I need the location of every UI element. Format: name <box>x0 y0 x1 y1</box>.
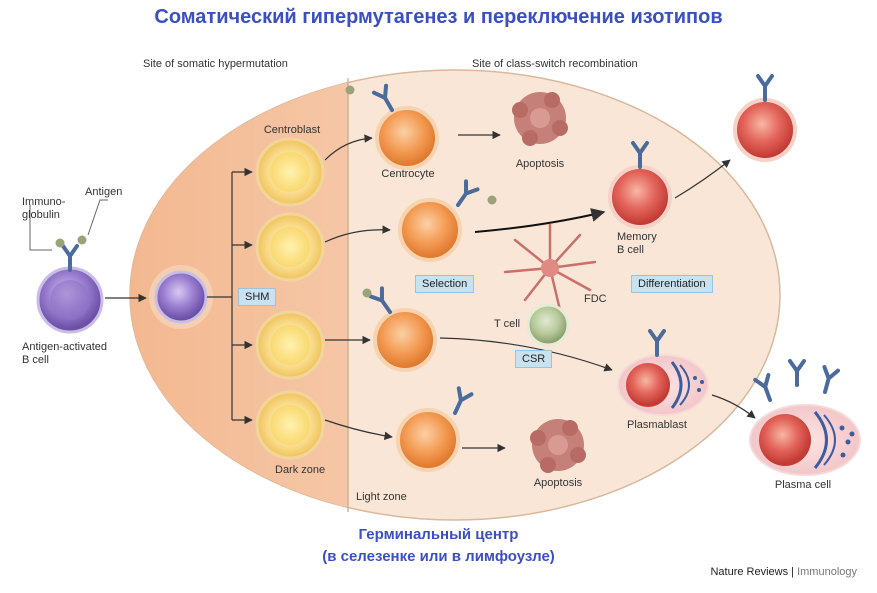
centroblast-label: Centroblast <box>263 124 321 136</box>
shm-box: SHM <box>238 288 277 306</box>
apoptosis-bottom-label: Apoptosis <box>533 477 583 489</box>
credit-separator: | <box>791 566 795 578</box>
memory-b-cell-exited <box>733 74 797 162</box>
centrocyte-top <box>345 83 439 170</box>
caption-line-1: Герминальный центр <box>358 526 519 543</box>
caption-line-2: (в селезенке или в лимфоузле) <box>322 548 555 565</box>
t-cell-label: T cell <box>494 318 521 330</box>
differentiation-box: Differentiation <box>631 275 713 293</box>
secreted-antibodies <box>753 359 840 405</box>
credit: Nature Reviews | Immunology <box>710 566 857 578</box>
memory-cell-label: Memory B cell <box>617 231 657 256</box>
centrocyte-4 <box>396 386 474 472</box>
header-shm-site: Site of somatic hypermutation <box>143 58 288 70</box>
light-zone-label: Light zone <box>356 491 407 503</box>
plasmablast <box>617 329 709 416</box>
apoptosis-top-label: Apoptosis <box>515 158 565 170</box>
centroblast-1 <box>255 137 325 207</box>
centrocyte-3 <box>362 286 437 372</box>
apoptotic-cell-top <box>512 92 568 146</box>
page-title: Соматический гипермутагенез и переключен… <box>154 6 723 28</box>
centroblast-4 <box>255 390 325 460</box>
header-csr-site: Site of class-switch recombination <box>472 58 638 70</box>
centroblast-3 <box>255 310 325 380</box>
antigen-label: Antigen <box>85 186 123 198</box>
centrocyte-2 <box>398 179 497 262</box>
follicular-dendritic-cell <box>503 223 597 312</box>
apoptotic-cell-bottom <box>530 419 586 473</box>
fdc-label: FDC <box>584 293 607 305</box>
immunoglobulin-label: Immuno- globulin <box>22 196 66 221</box>
antigen-activated-b-cell <box>29 199 108 334</box>
centrocyte-label: Centrocyte <box>381 168 435 180</box>
activated-b-cell-label: Antigen-activated B cell <box>22 341 107 366</box>
memory-b-cell <box>608 141 672 229</box>
credit-journal: Nature Reviews <box>710 566 789 578</box>
csr-box: CSR <box>515 350 553 368</box>
founder-b-cell <box>149 265 213 329</box>
dark-zone-label: Dark zone <box>275 464 326 476</box>
plasma-cell <box>749 404 861 476</box>
credit-section: Immunology <box>797 566 857 578</box>
selection-box: Selection <box>415 275 475 293</box>
centroblast-2 <box>255 212 325 282</box>
plasma-cell-label: Plasma cell <box>774 479 832 491</box>
plasmablast-label: Plasmablast <box>627 419 687 431</box>
t-cell <box>526 303 570 347</box>
